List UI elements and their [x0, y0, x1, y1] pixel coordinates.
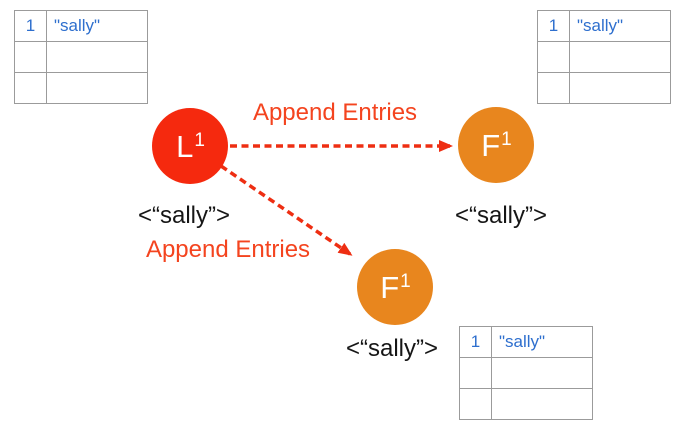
table-row [459, 357, 593, 389]
leader-log-value-label: <“sally”> [137, 202, 231, 229]
leader-node-label: L1 [176, 128, 205, 164]
table-row: 1 "sally" [459, 326, 593, 358]
log-entry-cell [569, 72, 671, 104]
log-index-cell: 1 [537, 10, 570, 42]
log-entry-cell [46, 72, 148, 104]
bottom-follower-log-table: 1 "sally" [459, 326, 593, 420]
log-index-cell [537, 72, 570, 104]
table-row: 1 "sally" [537, 10, 671, 42]
table-row: 1 "sally" [14, 10, 148, 42]
follower-bottom-node: F1 [357, 249, 433, 325]
append-entries-label-top: Append Entries [252, 99, 418, 126]
log-index-cell: 1 [459, 326, 492, 358]
log-entry-cell: "sally" [569, 10, 671, 42]
log-index-cell: 1 [14, 10, 47, 42]
follower-bottom-term-superscript: 1 [400, 270, 411, 292]
log-index-cell [14, 41, 47, 73]
table-row [459, 388, 593, 420]
table-row [14, 72, 148, 104]
log-index-cell [537, 41, 570, 73]
follower-right-log-value-label: <“sally”> [454, 202, 548, 229]
follower-right-node: F1 [458, 107, 534, 183]
log-index-cell [459, 388, 492, 420]
follower-bottom-node-label: F1 [380, 269, 411, 305]
log-entry-cell: "sally" [46, 10, 148, 42]
table-row [537, 72, 671, 104]
log-index-cell [459, 357, 492, 389]
log-index-cell [14, 72, 47, 104]
log-entry-cell: "sally" [491, 326, 593, 358]
leader-node: L1 [152, 108, 228, 184]
table-row [537, 41, 671, 73]
follower-right-node-label: F1 [481, 127, 512, 163]
append-entries-label-bottom: Append Entries [145, 236, 311, 263]
follower-right-term-superscript: 1 [501, 128, 512, 150]
log-entry-cell [491, 357, 593, 389]
right-follower-log-table: 1 "sally" [537, 10, 671, 104]
leader-term-superscript: 1 [194, 129, 205, 151]
leader-log-table: 1 "sally" [14, 10, 148, 104]
table-row [14, 41, 148, 73]
log-entry-cell [569, 41, 671, 73]
log-entry-cell [491, 388, 593, 420]
log-entry-cell [46, 41, 148, 73]
follower-bottom-log-value-label: <“sally”> [345, 335, 439, 362]
